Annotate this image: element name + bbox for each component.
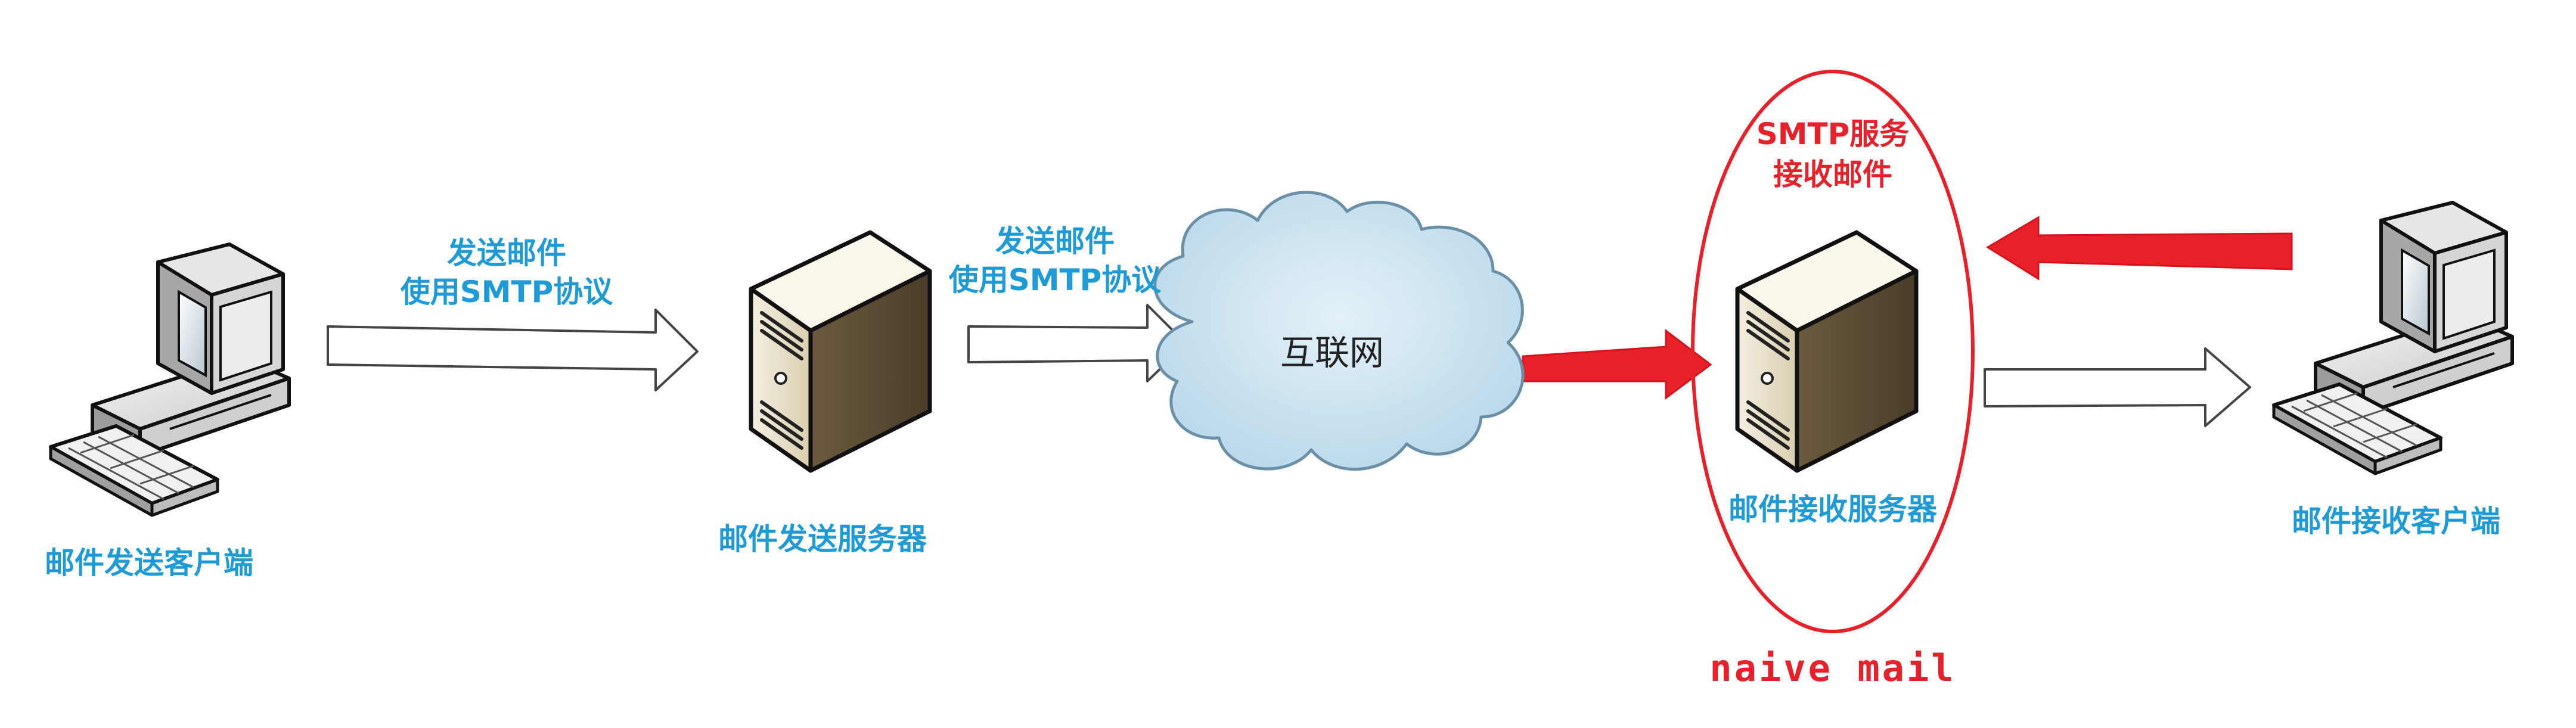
sender-client-label: 邮件发送客户端 [45, 546, 253, 580]
red-arrow-internet-to-recv-server [1522, 328, 1712, 400]
red-arrow-recv-client-to-recv-server [1986, 216, 2293, 281]
edge1-line1: 发送邮件 [447, 236, 566, 270]
sender-client-computer-icon [51, 244, 289, 515]
send-server-label: 邮件发送服务器 [718, 522, 927, 556]
recv-server-tower-icon [1737, 232, 1916, 471]
smtp-service-line2: 接收邮件 [1773, 157, 1892, 192]
naive-mail-caption: naive mail [1709, 646, 1956, 690]
recv-client-label: 邮件接收客户端 [2292, 504, 2500, 539]
edge2-line1: 发送邮件 [995, 224, 1115, 259]
arrow-client-to-send-server [327, 309, 699, 391]
internet-label: 互联网 [1280, 332, 1385, 373]
edge2-line2: 使用SMTP协议 [948, 263, 1162, 297]
send-server-tower-icon [751, 232, 930, 471]
cloud-icon [1153, 191, 1525, 471]
edge1-line2: 使用SMTP协议 [400, 275, 613, 309]
arrow-recv-server-to-recv-client [1984, 347, 2251, 427]
recv-client-computer-icon [2274, 203, 2512, 474]
highlight-ellipse [1691, 70, 1975, 633]
smtp-service-line1: SMTP服务 [1756, 117, 1910, 151]
arrow-send-server-to-internet [967, 304, 1187, 382]
recv-server-label: 邮件接收服务器 [1728, 492, 1937, 527]
